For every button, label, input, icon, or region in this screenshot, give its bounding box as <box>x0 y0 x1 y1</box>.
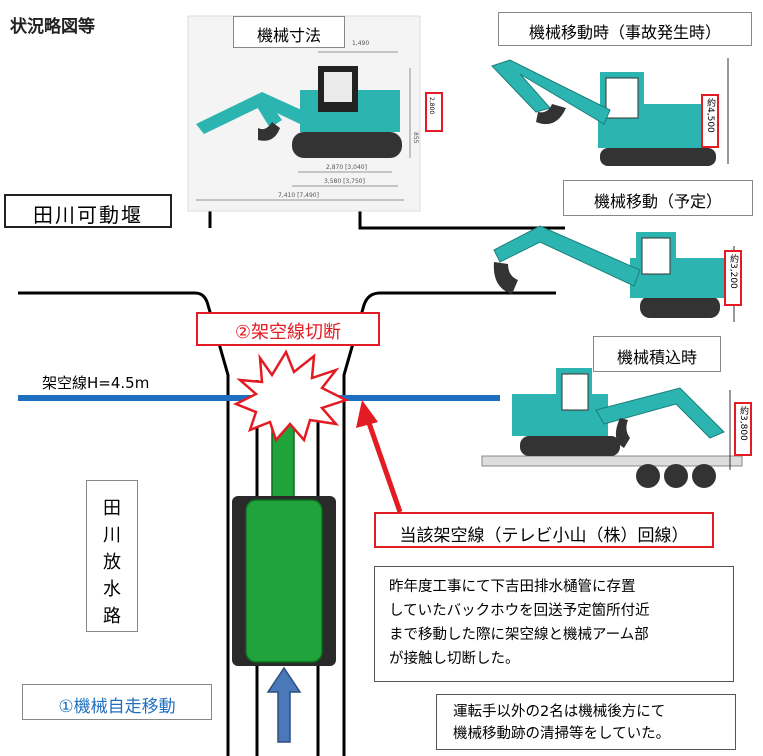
planned-height-value: 約3,200 <box>728 254 738 289</box>
spec-dim-overall: 7,410 [7,490] <box>278 192 319 199</box>
spec-height-highlight: 2,800 <box>425 92 443 132</box>
line-owner-arrow-shaft <box>365 419 403 513</box>
planned-track <box>640 296 720 318</box>
cut-label: ②架空線切断 <box>234 322 342 343</box>
excavator-loading-drawing <box>481 368 743 488</box>
self-propelled-label-box: ①機械自走移動 <box>22 684 212 720</box>
accident-cab-window <box>605 77 639 119</box>
excavator-accident-drawing <box>491 58 729 166</box>
moving-planned-label-box: 機械移動（予定） <box>563 180 753 216</box>
note-line-1: 運転手以外の2名は機械後方にて <box>453 704 666 720</box>
loading-arm <box>595 387 725 439</box>
accident-height-value: 約4,500 <box>705 98 715 133</box>
line-owner-arrow-head <box>356 400 378 428</box>
accident-height-highlight: 約4,500 <box>701 94 719 148</box>
channel-char-2: 川 <box>103 525 121 546</box>
accident-arm <box>491 59 611 125</box>
channel-right-outer <box>342 291 556 756</box>
description-line-4: が接触し切断した。 <box>389 651 520 667</box>
trailer-wheel-1 <box>636 464 660 488</box>
line-owner-label: 当該架空線（テレビ小山（株）回線） <box>399 526 689 546</box>
accident-bucket <box>536 104 566 125</box>
channel-label: 田 川 放 水 路 <box>87 495 137 630</box>
description-line-1: 昨年度工事にて下吉田排水樋管に存置 <box>389 579 636 595</box>
spec-dim-width-top: 1,490 <box>352 40 370 47</box>
move-direction-arrow-icon <box>266 666 302 743</box>
loading-height-value: 約3,800 <box>738 406 748 441</box>
loading-height-highlight: 約3,800 <box>734 402 752 456</box>
trailer-wheel-2 <box>664 464 688 488</box>
weir-name: 田川可動堰 <box>33 203 143 227</box>
description-line-2: していたバックホウを回送予定箇所付近 <box>389 603 650 619</box>
planned-height-highlight: 約3,200 <box>724 250 742 306</box>
spec-dim-clearance: 855 <box>412 132 419 144</box>
spec-cab-window <box>324 72 352 102</box>
accident-track <box>600 148 716 166</box>
weir-right-wall <box>358 210 565 230</box>
moving-planned-label: 機械移動（予定） <box>593 192 722 211</box>
planned-bucket <box>493 262 518 294</box>
planned-arm <box>493 225 641 287</box>
spec-dim-track1: 2,870 [3,040] <box>326 164 367 171</box>
self-propelled-label: ①機械自走移動 <box>58 697 176 717</box>
note-text: 運転手以外の2名は機械後方にて 機械移動跡の清掃等をしていた。 <box>453 701 670 745</box>
trailer-wheel-3 <box>692 464 716 488</box>
excavator-planned-drawing <box>493 225 735 322</box>
note-box: 運転手以外の2名は機械後方にて 機械移動跡の清掃等をしていた。 <box>436 694 736 750</box>
machine-body-top-view <box>245 499 323 663</box>
trailer-deck <box>481 455 743 467</box>
spec-dim-track2: 3,580 [3,750] <box>324 178 365 185</box>
spec-arm <box>196 92 306 134</box>
line-owner-label-box: 当該架空線（テレビ小山（株）回線） <box>374 512 714 548</box>
description-line-3: まで移動した際に架空線と機械アーム部 <box>389 627 649 643</box>
overhead-line-label: 架空線H=4.5m <box>42 374 150 392</box>
channel-label-box: 田 川 放 水 路 <box>86 480 138 632</box>
moving-accident-label: 機械移動時（事故発生時） <box>528 23 721 42</box>
channel-char-5: 路 <box>103 606 121 627</box>
planned-cab-window <box>641 237 671 275</box>
spec-arm-inner <box>254 92 282 128</box>
dimensions-label-box: 機械寸法 <box>233 16 345 48</box>
channel-char-1: 田 <box>103 498 121 519</box>
weir-outline <box>208 210 565 230</box>
description-box: 昨年度工事にて下吉田排水樋管に存置 していたバックホウを回送予定箇所付近 まで移… <box>374 566 734 682</box>
cut-label-box: ②架空線切断 <box>196 312 380 346</box>
note-line-2: 機械移動跡の清掃等をしていた。 <box>453 726 671 742</box>
loading-track <box>520 436 620 456</box>
loading-label: 機械積込時 <box>616 348 697 367</box>
loading-label-box: 機械積込時 <box>593 336 721 372</box>
channel-char-4: 水 <box>103 579 121 600</box>
spec-excavator-drawing <box>187 15 421 212</box>
spec-dim-height: 2,800 <box>428 97 435 115</box>
weir-name-box: 田川可動堰 <box>4 194 172 228</box>
channel-left-outer <box>18 291 230 756</box>
cut-burst-icon <box>232 349 350 443</box>
page-title: 状況略図等 <box>10 17 95 37</box>
moving-accident-label-box: 機械移動時（事故発生時） <box>498 12 752 46</box>
channel-char-3: 放 <box>103 552 121 573</box>
description-text: 昨年度工事にて下吉田排水樋管に存置 していたバックホウを回送予定箇所付近 まで移… <box>389 575 650 671</box>
dimensions-label: 機械寸法 <box>256 26 321 45</box>
loading-cab-window <box>561 373 589 411</box>
spec-track <box>292 132 402 158</box>
spec-dimension-lines <box>196 51 411 201</box>
spec-bucket <box>258 122 280 141</box>
loading-bucket <box>615 418 630 448</box>
